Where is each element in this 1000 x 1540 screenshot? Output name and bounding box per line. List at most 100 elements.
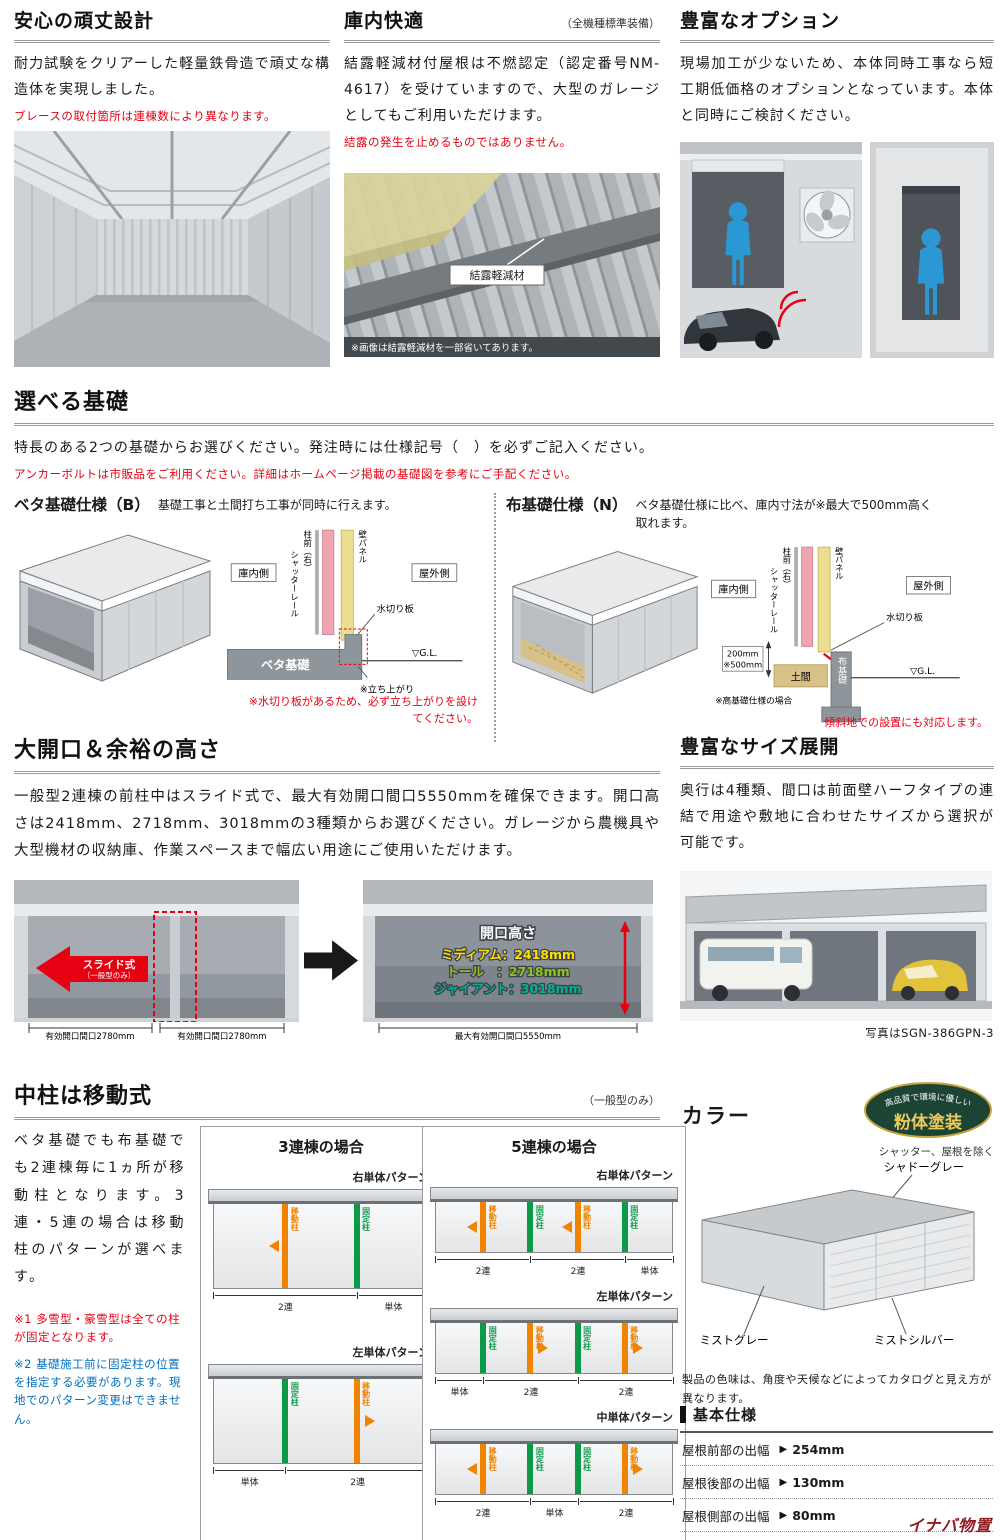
lead-note: アンカーボルトは市販品をご利用ください。詳細はホームページ掲載の基礎図を参考にご… [14,466,577,481]
fixed-pillar-bar [353,1204,360,1288]
dimension-segment: 2連 [578,1498,674,1519]
beta-foundation-diagram: 庫内側 屋外側 柱前（右） シャッターレール 壁パネル 水切り板 ベタ基礎 [227,530,463,696]
label-inside: 庫内側 [718,583,748,596]
garage-body: 固定柱移動柱固定柱移動柱 [435,1323,673,1374]
height-row: ミディアム：2418mm [441,947,575,962]
dim-200mm: 200mm [727,649,759,659]
body-text: 耐力試験をクリアーした軽量鉄骨造で頑丈な構造体を実現しました。 [14,56,330,98]
note-fixed-position: ※2 基礎施工前に固定柱の位置を指定する必要があります。現地でのパターン変更はで… [14,1356,182,1426]
dimension-label: 単体 [240,1478,259,1488]
camper-van [699,938,813,1001]
pattern-box-title: 5連棟の場合 [511,1138,597,1156]
dim-500mm: ※500mm [723,660,762,670]
height-row: ジャイアント：3018mm [434,981,581,996]
label-outside: 屋外側 [913,580,943,593]
body-text: 現場加工が少ないため、本体同時工事なら短工期低価格のオプションとなっています。本… [680,56,994,124]
triangle-icon: ▶ [779,1444,788,1455]
slide-direction-arrow [467,1221,478,1233]
dotted-divider [494,493,496,743]
body-text: 奥行は4種類、間口は前面壁ハーフタイプの連結で用途や敷地に合わせたサイズから選択… [680,783,994,851]
label-shutter-rail: シャッターレール [769,568,779,634]
spec-row: 屋根側部の出幅 ▶ 80mm [680,1499,993,1532]
dimension-label: 2連 [618,1509,634,1519]
slide-arrow [36,946,148,993]
foundation-desc: 基礎工事と土間打ち工事が同時に行えます。 [157,498,397,513]
pillar-label: 移動柱 [535,1326,545,1350]
powder-coating-badge: 高品質で環境に優しい 粉体塗装 [864,1082,992,1138]
triangle-icon: ▶ [779,1477,788,1488]
options-photo [680,141,994,358]
pattern-name: 左単体パターン [352,1346,429,1359]
color-label-body: ミストグレー [700,1333,769,1347]
label-doma: 土間 [791,671,811,684]
garage-roof [430,1187,678,1202]
spec-label: 屋根後部の出幅 [682,1476,770,1491]
section-title: 豊富なオプション [680,10,841,32]
specs-title: 基本仕様 [693,1406,758,1424]
garage-roof [430,1308,678,1323]
slide-direction-arrow [561,1221,572,1233]
color-label-shutter: ミストシルバー [874,1333,955,1347]
dimension-segment: 2連 [578,1377,674,1398]
body-text: 結露軽減材付屋根は不燃認定（認定番号NM-4617）を受けていますので、大型のガ… [344,56,660,124]
pillar-label: 固定柱 [629,1205,639,1229]
section-header: 庫内快適 （全機種標準装備） [344,6,660,43]
movable-pillar-bar [527,1323,534,1373]
slide-sublabel: （一般型のみ） [83,970,136,980]
label-pillar: 柱前（右） [782,547,792,589]
garage-body: 移動柱固定柱 [213,1204,429,1289]
badge-note: シャッター、屋根を除く [878,1146,994,1158]
color-label-roof: シャドーグレー [884,1160,965,1174]
label-high-base: ※高基礎仕様の場合 [715,695,792,707]
dimension-label: 2連 [475,1267,491,1277]
fixed-pillar-bar [621,1202,628,1252]
pillar-label: 固定柱 [582,1326,592,1350]
photo-label: 結露軽減材 [470,268,525,282]
dimension-label: 2連 [523,1388,539,1398]
note-snow-type: ※1 多雪型・豪雪型は全ての柱が固定となります。 [14,1311,181,1345]
dimension-segment: 2連 [483,1377,579,1398]
label-base: ベタ基礎 [261,657,310,672]
section-title: 中柱は移動式 [14,1084,153,1109]
fixed-pillar-bar [480,1323,487,1373]
inaba-logo: イナバ物置 [907,1516,992,1535]
badge-main-text: 粉体塗装 [894,1112,962,1133]
signal-waves-icon [777,290,807,327]
pillar-label: 移動柱 [361,1382,371,1406]
fixed-pillar-bar [527,1444,534,1494]
pillar-label: 移動柱 [582,1205,592,1229]
garage-body: 移動柱固定柱固定柱移動柱 [435,1444,673,1495]
opening-photos: スライド式 （一般型のみ） 有効開口間口2780mm 有効開口間口2780mm [14,880,660,1041]
photo-caption: ※画像は結露軽減材を一部省いてあります。 [351,342,538,354]
body-text: ベタ基礎でも布基礎でも2連棟毎に1ヵ所が移動柱となります。3連・5連の場合は移動… [14,1133,186,1286]
garage-body: 移動柱固定柱移動柱固定柱 [435,1202,673,1253]
section-title: 安心の頑丈設計 [14,10,155,32]
fixed-pillar-bar [574,1323,581,1373]
panel-note: 傾斜地での設置にも対応します。 [824,716,988,730]
dimension-segment: 単体 [213,1467,287,1488]
panel-beta-foundation: ベタ基礎仕様（B） 基礎工事と土間打ち工事が同時に行えます。 [14,493,484,742]
label-pillar: 柱前（右） [303,530,313,573]
label-wall-panel: 壁パネル [358,530,368,564]
specs-header: 基本仕様 [680,1404,993,1433]
spec-label: 屋根側部の出幅 [682,1509,770,1524]
spec-row: 屋根前部の出幅 ▶ 254mm [680,1433,993,1466]
section-header: 選べる基礎 [14,384,994,426]
dimension-segment: 単体 [435,1377,484,1398]
pillar-label: 移動柱 [629,1326,639,1350]
movable-pillar-bar [621,1323,628,1373]
fixed-pillar-bar [527,1202,534,1252]
pattern-name: 中単体パターン [596,1411,673,1424]
slide-direction-arrow [467,1463,478,1475]
panel-content: 庫内側 屋外側 柱前（右） シャッターレール 壁パネル 水切り板 ベタ基礎 [14,519,484,711]
section-header: 豊富なオプション [680,6,994,43]
dimension-label: 単体 [545,1509,564,1519]
dimension-label: 単体 [640,1267,659,1277]
label-inside: 庫内側 [238,567,269,580]
